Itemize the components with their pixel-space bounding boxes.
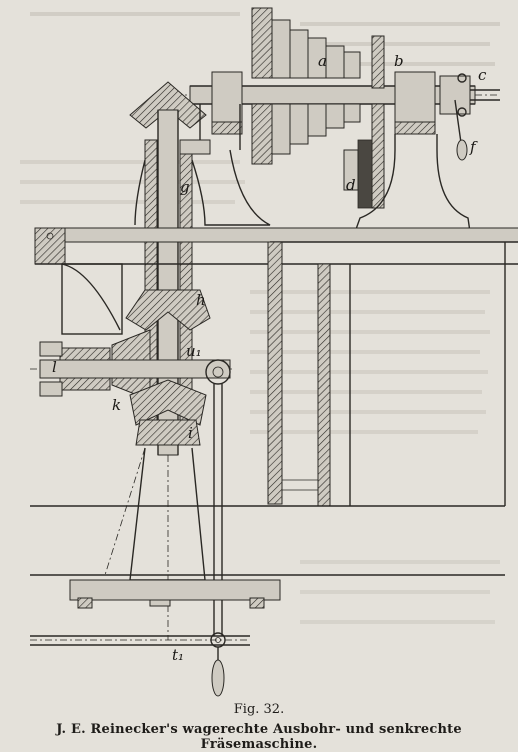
label-h: h xyxy=(196,291,206,309)
label-k: k xyxy=(112,396,121,414)
figure-number: Fig. 32. xyxy=(233,702,285,717)
machine-frame xyxy=(34,227,518,507)
horizontal-spindle-assembly xyxy=(160,7,500,239)
label-i: i xyxy=(188,424,193,442)
lower-gear-train xyxy=(30,289,235,636)
pedestal-base xyxy=(30,447,505,697)
part-labels: a b c d f g h u₁ l k i t₁ xyxy=(52,52,487,664)
label-g: g xyxy=(180,178,190,196)
label-t1: t₁ xyxy=(172,646,184,664)
label-c: c xyxy=(478,66,487,84)
label-d: d xyxy=(346,176,356,194)
machine-drawing: a b c d f g h u₁ l k i t₁ xyxy=(20,7,518,697)
label-u1: u₁ xyxy=(186,342,202,360)
label-l: l xyxy=(52,358,57,376)
show-through-background xyxy=(20,12,500,624)
label-a: a xyxy=(318,52,327,70)
label-f: f xyxy=(469,138,478,156)
label-b: b xyxy=(394,52,404,70)
figure-title: J. E. Reinecker's wagerechte Ausbohr- un… xyxy=(56,722,462,752)
